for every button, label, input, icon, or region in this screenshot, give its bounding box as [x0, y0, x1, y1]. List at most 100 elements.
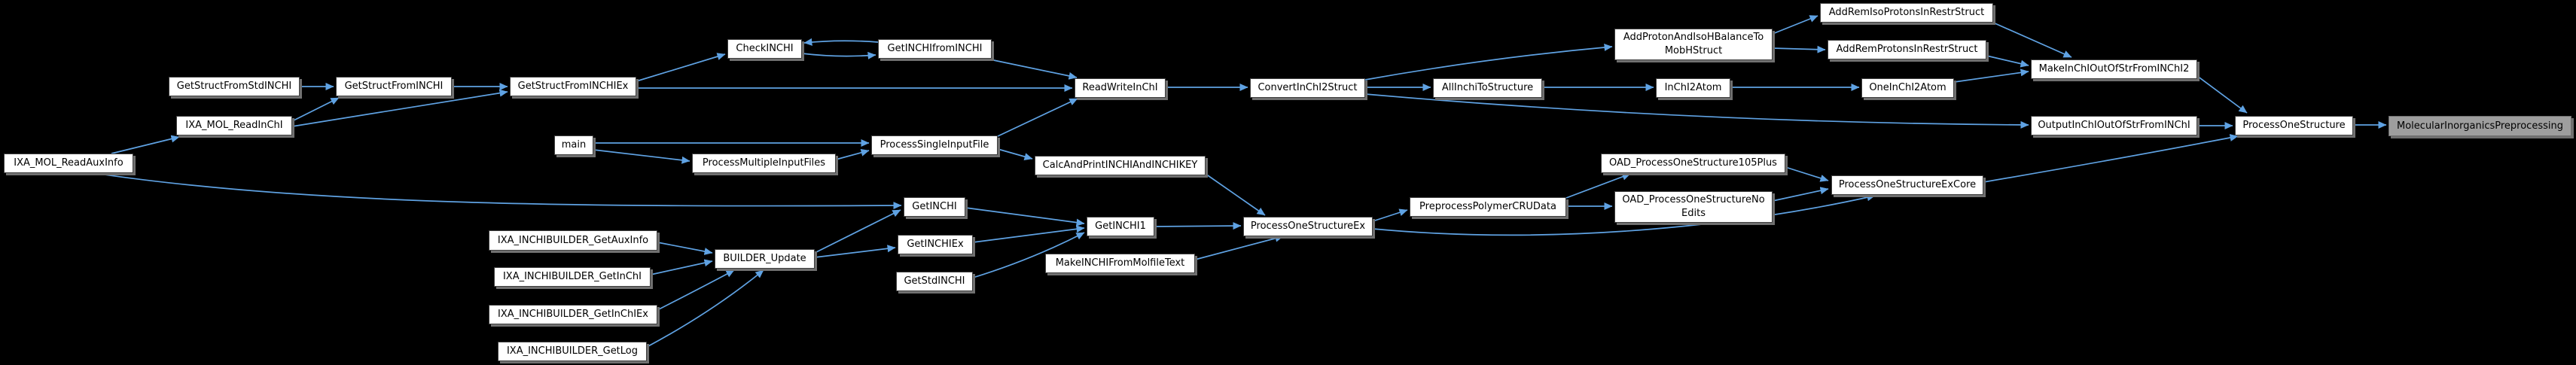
node-ProcessMultipleInputFiles[interactable]: ProcessMultipleInputFiles: [692, 154, 836, 173]
edge-ConvertInChI2Struct-to-OutputInChIOutOfStrFromINChI: [1364, 93, 2029, 129]
edge-GetINCHIfromINCHI-to-CheckINCHI: [803, 38, 879, 46]
node-GetStructFromINCHIEx[interactable]: GetStructFromINCHIEx: [510, 77, 636, 96]
edge-ProcessOneStructureEx-to-ProcessOneStructureExCore: [1372, 193, 1876, 236]
edge-AddRemProtonsInRestrStruct-to-MakeInChIOutOfStrFromINChI2: [1986, 55, 2029, 68]
edge-GetINCHIfromINCHI-to-ReadWriteInChI: [986, 58, 1078, 80]
node-OAD_ProcessOneStructure105Plus[interactable]: OAD_ProcessOneStructure105Plus: [1601, 154, 1785, 173]
node-label: AddRemProtonsInRestrStruct: [1836, 44, 1978, 55]
node-GetStructFromStdINCHI[interactable]: GetStructFromStdINCHI: [169, 77, 300, 96]
node-label: IXA_MOL_ReadInChI: [185, 120, 283, 131]
node-AddRemProtonsInRestrStruct[interactable]: AddRemProtonsInRestrStruct: [1828, 40, 1986, 59]
node-label: GetINCHI1: [1095, 221, 1146, 232]
node-label: GetStructFromStdINCHI: [176, 81, 292, 92]
edge-GetStructFromINCHIEx-to-CheckINCHI: [636, 53, 726, 82]
node-label: ProcessMultipleInputFiles: [702, 157, 826, 169]
edge-IXA_INCHIBUILDER_GetLog-to-BUILDER_Update: [646, 269, 764, 348]
node-label: MakeInChIOutOfStrFromINChI2: [2038, 63, 2190, 75]
edge-OAD_ProcessOneStructureNoEdits-to-ProcessOneStructureExCore: [1772, 187, 1829, 202]
node-ProcessOneStructure[interactable]: ProcessOneStructure: [2235, 116, 2353, 135]
node-label: ProcessOneStructure: [2242, 120, 2346, 131]
edge-CalcAndPrintINCHIAndINCHIKEY-to-ProcessOneStructureEx: [1205, 173, 1266, 216]
node-InChI2Atom[interactable]: InChI2Atom: [1656, 78, 1730, 98]
node-label: main: [561, 139, 587, 151]
node-IXA_INCHIBUILDER_GetAuxInfo[interactable]: IXA_INCHIBUILDER_GetAuxInfo: [489, 230, 657, 251]
node-MakeINCHIFromMolfileText[interactable]: MakeINCHIFromMolfileText: [1045, 254, 1195, 273]
node-IXA_MOL_ReadAuxInfo[interactable]: IXA_MOL_ReadAuxInfo: [4, 154, 133, 173]
node-GetINCHIEx[interactable]: GetINCHIEx: [898, 235, 973, 254]
node-GetStructFromINCHI[interactable]: GetStructFromINCHI: [336, 77, 452, 96]
node-label: GetStdINCHI: [904, 275, 965, 287]
node-main[interactable]: main: [554, 135, 593, 155]
node-CheckINCHI[interactable]: CheckINCHI: [727, 39, 802, 59]
node-OutputInChIOutOfStrFromINChI[interactable]: OutputInChIOutOfStrFromINChI: [2031, 116, 2197, 135]
node-MakeInChIOutOfStrFromINChI2[interactable]: MakeInChIOutOfStrFromINChI2: [2031, 59, 2197, 79]
node-label: OAD_ProcessOneStructureNo: [1622, 194, 1765, 205]
node-label: GetStructFromINCHI: [344, 81, 444, 92]
node-ProcessSingleInputFile[interactable]: ProcessSingleInputFile: [871, 135, 998, 155]
edge-GetINCHI1-to-ProcessOneStructureEx: [1154, 222, 1242, 230]
node-IXA_INCHIBUILDER_GetInChIEx[interactable]: IXA_INCHIBUILDER_GetInChIEx: [489, 305, 657, 324]
edge-GetINCHI-to-GetINCHI1: [965, 207, 1085, 227]
node-CalcAndPrintINCHIAndINCHIKEY[interactable]: CalcAndPrintINCHIAndINCHIKEY: [1035, 156, 1206, 175]
node-label: AddProtonAndIsoHBalanceTo: [1623, 32, 1764, 43]
node-IXA_INCHIBUILDER_GetInChI[interactable]: IXA_INCHIBUILDER_GetInChI: [494, 267, 651, 287]
node-OneInChI2Atom[interactable]: OneInChI2Atom: [1861, 78, 1954, 98]
edge-AddRemIsoProtonsInRestrStruct-to-MakeInChIOutOfStrFromINChI2: [1992, 22, 2072, 58]
node-GetStdINCHI[interactable]: GetStdINCHI: [896, 272, 973, 291]
node-IXA_MOL_ReadInChI[interactable]: IXA_MOL_ReadInChI: [176, 116, 292, 135]
node-label: GetINCHI: [912, 201, 957, 212]
node-GetINCHI1[interactable]: GetINCHI1: [1087, 217, 1154, 236]
node-AllInchiToStructure[interactable]: AllInchiToStructure: [1433, 78, 1542, 98]
node-label: MolecularInorganicsPreprocessing: [2397, 120, 2563, 132]
edge-OAD_ProcessOneStructure105Plus-to-ProcessOneStructureExCore: [1785, 166, 1829, 182]
node-BUILDER_Update[interactable]: BUILDER_Update: [715, 249, 815, 269]
node-label: ConvertInChI2Struct: [1258, 82, 1358, 93]
node-label: InChI2Atom: [1664, 82, 1722, 93]
edge-MakeInChIOutOfStrFromINChI2-to-ProcessOneStructure: [2196, 75, 2248, 114]
edge-IXA_MOL_ReadAuxInfo-to-IXA_MOL_ReadInChI: [111, 135, 180, 154]
node-label: GetINCHIEx: [907, 239, 964, 250]
edge-MakeINCHIFromMolfileText-to-ProcessOneStructureEx: [1194, 234, 1284, 260]
node-label: ReadWriteInChI: [1082, 82, 1158, 93]
edge-ConvertInChI2Struct-to-AddProtonAndIsoHBalanceToMobHStruct: [1364, 43, 1613, 81]
node-label: IXA_INCHIBUILDER_GetLog: [506, 345, 639, 357]
edge-BUILDER_Update-to-GetINCHIEx: [814, 245, 896, 258]
node-GetINCHIfromINCHI[interactable]: GetINCHIfromINCHI: [878, 39, 992, 59]
edge-IXA_MOL_ReadInChI-to-GetStructFromINCHIEx: [291, 89, 508, 127]
node-label: OneInChI2Atom: [1869, 82, 1946, 93]
node-ConvertInChI2Struct[interactable]: ConvertInChI2Struct: [1250, 78, 1365, 98]
edge-ProcessSingleInputFile-to-ReadWriteInChI: [997, 98, 1078, 137]
node-label: MakeINCHIFromMolfileText: [1055, 257, 1185, 269]
node-label: ProcessOneStructureEx: [1250, 221, 1366, 232]
edge-ProcessSingleInputFile-to-CalcAndPrintINCHIAndINCHIKEY: [997, 148, 1033, 160]
edge-IXA_MOL_ReadAuxInfo-to-GetINCHI: [93, 172, 902, 210]
node-label: GetStructFromINCHIEx: [517, 81, 629, 92]
node-label: OutputInChIOutOfStrFromINChI: [2038, 120, 2190, 131]
node-label: MobHStruct: [1664, 45, 1723, 56]
node-AddRemIsoProtonsInRestrStruct[interactable]: AddRemIsoProtonsInRestrStruct: [1820, 3, 1993, 23]
edge-main-to-ProcessMultipleInputFiles: [593, 149, 690, 164]
node-MolecularInorganicsPreprocessing[interactable]: MolecularInorganicsPreprocessing: [2389, 116, 2571, 136]
node-ProcessOneStructureEx[interactable]: ProcessOneStructureEx: [1243, 217, 1373, 236]
node-GetINCHI[interactable]: GetINCHI: [904, 197, 965, 217]
edge-IXA_INCHIBUILDER_GetInChIEx-to-BUILDER_Update: [657, 269, 735, 311]
edge-ProcessOneStructureEx-to-PreprocessPolymerCRUData: [1372, 208, 1408, 222]
node-label: PreprocessPolymerCRUData: [1419, 201, 1556, 212]
node-label: AddRemIsoProtonsInRestrStruct: [1828, 7, 1985, 18]
node-ReadWriteInChI[interactable]: ReadWriteInChI: [1075, 78, 1166, 98]
node-ProcessOneStructureExCore[interactable]: ProcessOneStructureExCore: [1831, 175, 1983, 195]
node-label: IXA_INCHIBUILDER_GetInChI: [502, 271, 642, 282]
edge-GetStdINCHI-to-GetINCHI1: [972, 232, 1085, 278]
edge-ProcessMultipleInputFiles-to-ProcessSingleInputFile: [835, 148, 870, 160]
node-label: CheckINCHI: [736, 43, 794, 54]
node-label: Edits: [1681, 208, 1706, 219]
edge-IXA_INCHIBUILDER_GetInChI-to-BUILDER_Update: [650, 259, 713, 275]
node-label: CalcAndPrintINCHIAndINCHIKEY: [1042, 160, 1198, 171]
edge-IXA_MOL_ReadInChI-to-GetStructFromINCHI: [291, 97, 340, 122]
node-PreprocessPolymerCRUData[interactable]: PreprocessPolymerCRUData: [1410, 197, 1566, 217]
node-IXA_INCHIBUILDER_GetLog[interactable]: IXA_INCHIBUILDER_GetLog: [498, 342, 647, 361]
